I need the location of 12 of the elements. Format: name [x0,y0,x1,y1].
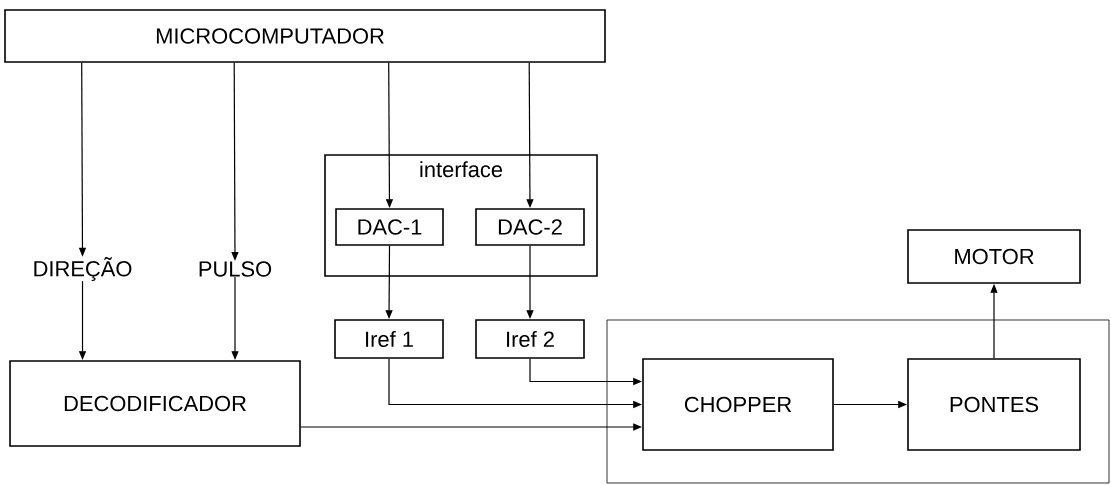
block-box: DAC-1 [335,208,444,246]
signal-label: PULSO [199,261,272,277]
block-box: Iref 1 [334,319,444,359]
block-box: MOTOR [907,229,1081,284]
frame-box [606,319,1110,484]
block-box: DECODIFICADOR [9,360,301,447]
signal-label: DIREÇÃO [34,257,132,281]
block-box: PONTES [907,358,1081,451]
block-box: Iref 2 [475,319,585,359]
block-box: DAC-2 [475,208,585,246]
block-box: MICROCOMPUTADOR [4,9,606,63]
block-box: CHOPPER [642,358,834,451]
